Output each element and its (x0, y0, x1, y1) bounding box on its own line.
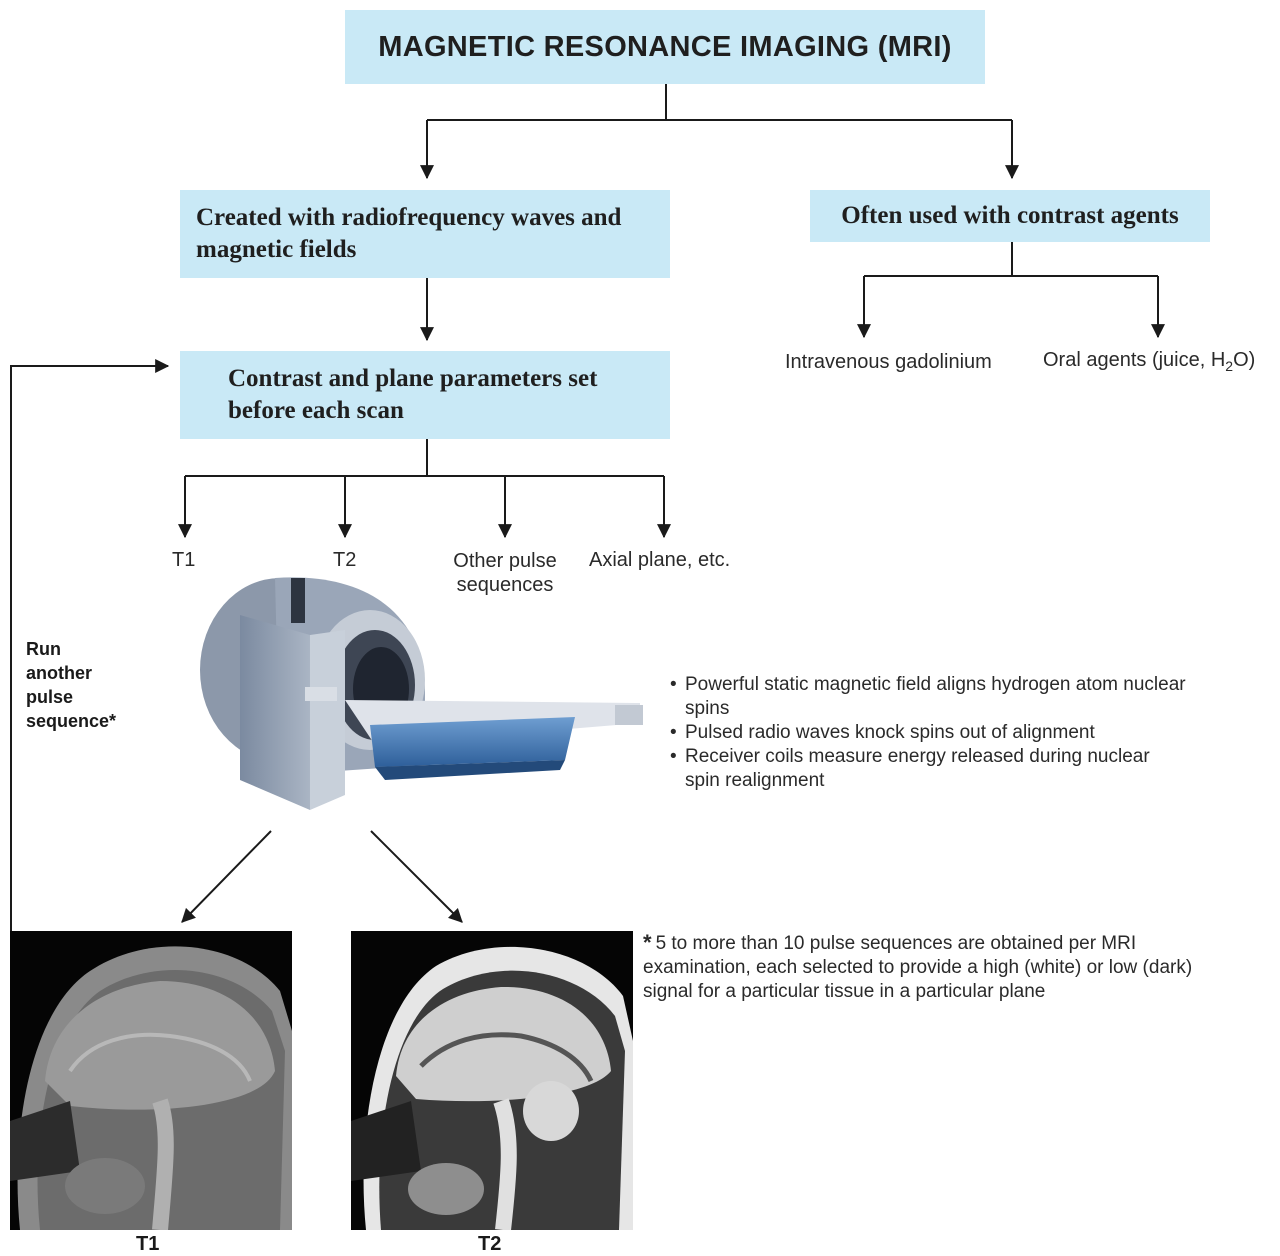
bullet-item: Pulsed radio waves knock spins out of al… (668, 721, 1188, 745)
footnote-asterisk: * (643, 930, 652, 955)
run-line-1: Run (26, 637, 116, 661)
t1-mri-image (10, 931, 292, 1230)
run-line-4: sequence* (26, 709, 116, 733)
oral-agents-suffix: O) (1233, 349, 1255, 371)
t2-param-label: T2 (333, 549, 356, 572)
t1-caption: T1 (136, 1233, 159, 1256)
mri-principles-list: Powerful static magnetic field aligns hy… (668, 673, 1188, 793)
t2-mri-image (351, 931, 633, 1230)
mri-scanner-illustration (195, 575, 650, 820)
bullet-item: Powerful static magnetic field aligns hy… (668, 673, 1188, 721)
bullet-item: Receiver coils measure energy released d… (668, 745, 1188, 793)
arrow-scanner-to-t1 (182, 831, 271, 922)
run-another-label: Run another pulse sequence* (26, 637, 116, 733)
oral-agents-subscript: 2 (1225, 358, 1233, 374)
axial-plane-label: Axial plane, etc. (589, 549, 730, 572)
run-line-2: another (26, 661, 116, 685)
oral-agents-prefix: Oral agents (juice, H (1043, 349, 1225, 371)
footnote-text: 5 to more than 10 pulse sequences are ob… (643, 933, 1192, 1002)
oral-agents-label: Oral agents (juice, H2O) (1043, 349, 1255, 374)
run-line-3: pulse (26, 685, 116, 709)
parameters-box: Contrast and plane parameters set before… (180, 351, 670, 439)
rf-waves-box: Created with radiofrequency waves and ma… (180, 190, 670, 278)
contrast-agents-box: Often used with contrast agents (810, 190, 1210, 242)
footnote: *5 to more than 10 pulse sequences are o… (643, 931, 1243, 1004)
mri-title-box: MAGNETIC RESONANCE IMAGING (MRI) (345, 10, 985, 84)
t2-caption: T2 (478, 1233, 501, 1256)
iv-gadolinium-label: Intravenous gadolinium (785, 351, 992, 374)
t1-param-label: T1 (172, 549, 195, 572)
other-pulse-line1: Other pulse (445, 549, 565, 573)
arrow-scanner-to-t2 (371, 831, 462, 922)
